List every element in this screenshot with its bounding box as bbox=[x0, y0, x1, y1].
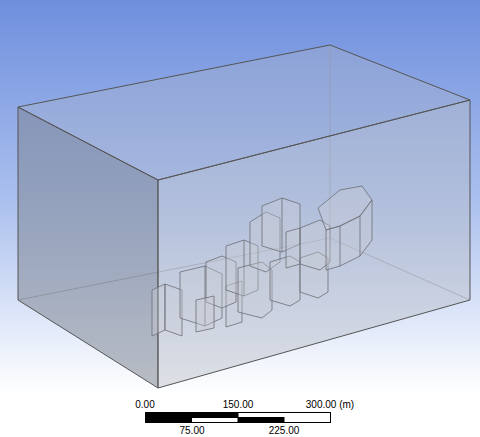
scale-value: 150.00 bbox=[223, 399, 254, 411]
scale-value: 75.00 bbox=[179, 425, 204, 437]
scale-value: 225.00 bbox=[269, 425, 300, 437]
building-group bbox=[152, 186, 372, 336]
domain-box bbox=[18, 45, 470, 388]
scale-bar bbox=[146, 413, 331, 423]
scale-value: 300.00 (m) bbox=[306, 399, 354, 411]
scale-value: 0.00 bbox=[135, 399, 154, 411]
